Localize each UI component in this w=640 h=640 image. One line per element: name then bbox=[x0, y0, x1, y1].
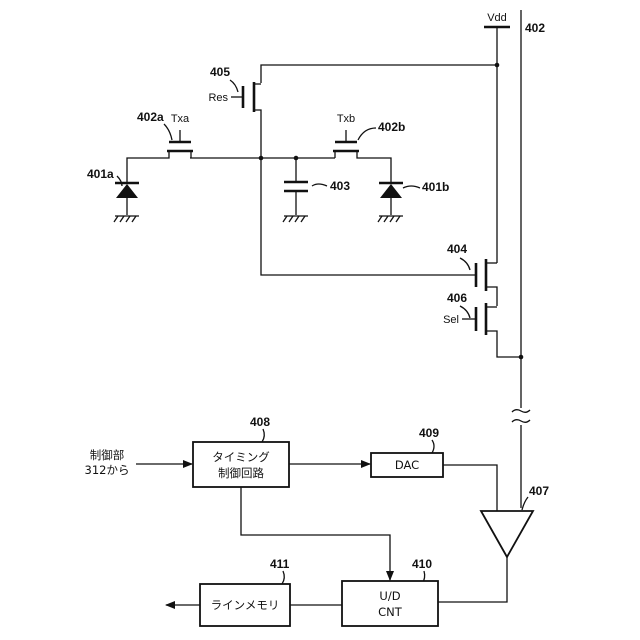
transfer-transistor-402a bbox=[127, 130, 193, 170]
capacitor-403 bbox=[283, 158, 308, 222]
ref-402: 402 bbox=[525, 21, 545, 35]
reference-numerals: 402 405 402a 402b 401a 401b 403 404 406 … bbox=[87, 21, 549, 584]
timing-label-line1: タイミング bbox=[212, 450, 270, 464]
ref-405: 405 bbox=[210, 65, 230, 79]
txa-label: Txa bbox=[171, 113, 190, 125]
up-down-counter-410: U/D CNT bbox=[342, 581, 438, 626]
vertical-signal-line-402 bbox=[512, 10, 530, 508]
ref-403: 403 bbox=[330, 179, 350, 193]
ref-406: 406 bbox=[447, 291, 467, 305]
res-label: Res bbox=[208, 92, 228, 104]
counter-label-line1: U/D bbox=[379, 589, 400, 603]
ref-404: 404 bbox=[447, 242, 467, 256]
ref-407: 407 bbox=[529, 484, 549, 498]
comparator-to-counter-wire bbox=[438, 557, 507, 602]
ref-409: 409 bbox=[419, 426, 439, 440]
line-memory-411: ラインメモリ bbox=[200, 584, 290, 626]
ref-402a: 402a bbox=[137, 110, 164, 124]
ref-411: 411 bbox=[270, 557, 290, 571]
input-label-line2: 312から bbox=[85, 463, 130, 477]
counter-label-line2: CNT bbox=[378, 605, 403, 619]
dac-to-comparator-wire bbox=[443, 465, 497, 511]
timing-control-circuit-408: タイミング 制御回路 bbox=[193, 442, 289, 487]
ref-401b: 401b bbox=[422, 180, 449, 194]
ref-401a: 401a bbox=[87, 167, 114, 181]
dac-label: DAC bbox=[395, 458, 419, 472]
amplifier-transistor-404 bbox=[476, 259, 497, 306]
transfer-transistor-402b bbox=[333, 130, 391, 182]
line-memory-label: ラインメモリ bbox=[211, 598, 280, 612]
timing-label-line2: 制御回路 bbox=[218, 466, 264, 480]
sel-label: Sel bbox=[443, 314, 459, 326]
floating-diffusion-node bbox=[190, 156, 335, 161]
comparator-407 bbox=[481, 511, 533, 557]
photodiode-401b bbox=[378, 183, 403, 222]
txb-label: Txb bbox=[337, 113, 355, 125]
ref-408: 408 bbox=[250, 415, 270, 429]
ref-410: 410 bbox=[412, 557, 432, 571]
input-from-controller: 制御部 312から bbox=[85, 448, 192, 477]
select-transistor-406 bbox=[462, 303, 523, 359]
ref-402b: 402b bbox=[378, 120, 405, 134]
photodiode-401a bbox=[114, 170, 139, 222]
dac-409: DAC bbox=[371, 453, 443, 477]
timing-to-counter-wire bbox=[241, 487, 390, 580]
vdd-supply: Vdd bbox=[484, 12, 510, 263]
vdd-label: Vdd bbox=[487, 12, 507, 24]
input-label-line1: 制御部 bbox=[90, 448, 125, 462]
